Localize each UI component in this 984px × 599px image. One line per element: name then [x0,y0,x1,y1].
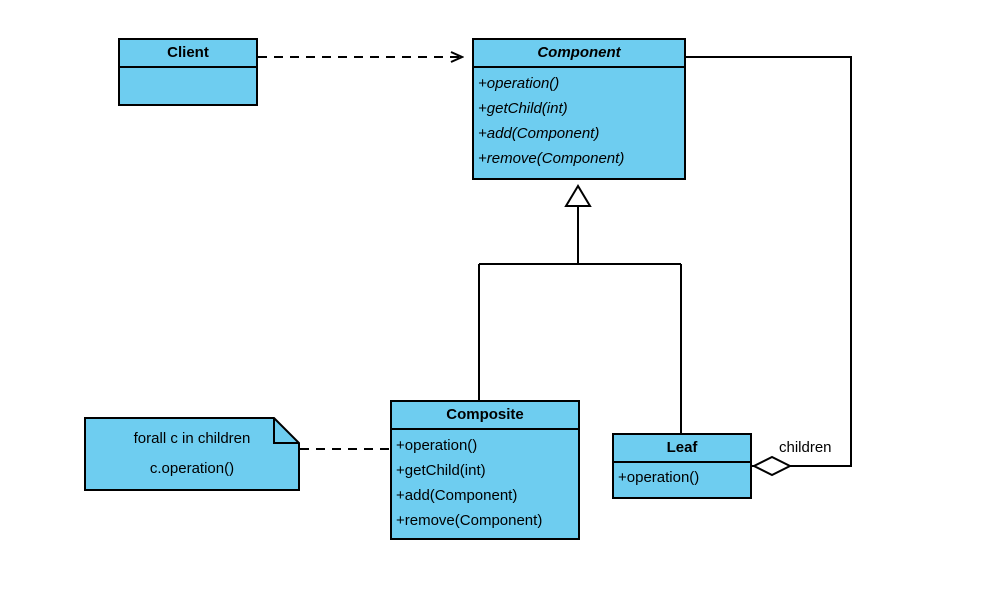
note-line-1: forall c in children [133,430,251,447]
edge-label-children: children [779,439,832,456]
class-separator [614,461,750,463]
note-forall-children[interactable]: forall c in children c.operation() [84,417,300,491]
edge-aggregation-children [686,56,852,477]
class-box-component[interactable]: Component +operation() +getChild(int) +a… [472,38,686,180]
class-separator [474,66,684,68]
operation-item: +getChild(int) [396,462,486,479]
class-title-composite: Composite [446,406,524,423]
operation-item: +add(Component) [396,487,518,504]
operation-item: +getChild(int) [478,100,568,117]
note-line-2: c.operation() [149,460,235,477]
class-title-component: Component [537,44,621,61]
operation-item: +remove(Component) [396,512,543,529]
note-text: forall c in children c.operation() [84,417,300,491]
note-shape [84,417,300,491]
class-separator [120,66,256,68]
edge-generalization [478,184,682,433]
class-box-client[interactable]: Client [118,38,258,106]
class-title-leaf: Leaf [666,439,698,456]
class-operations-component: +operation() +getChild(int) +add(Compone… [474,68,684,175]
class-operations-leaf: +operation() [614,463,750,494]
operation-item: +add(Component) [478,125,600,142]
operation-item: +operation() [478,75,560,92]
operation-item: +remove(Component) [478,150,625,167]
class-box-leaf[interactable]: Leaf +operation() [612,433,752,499]
operation-item: +operation() [396,437,478,454]
class-operations-client [120,68,256,104]
class-separator [392,428,578,430]
class-operations-composite: +operation() +getChild(int) +add(Compone… [392,430,578,537]
class-title-client: Client [167,44,209,61]
operation-item: +operation() [618,469,700,486]
class-box-composite[interactable]: Composite +operation() +getChild(int) +a… [390,400,580,540]
